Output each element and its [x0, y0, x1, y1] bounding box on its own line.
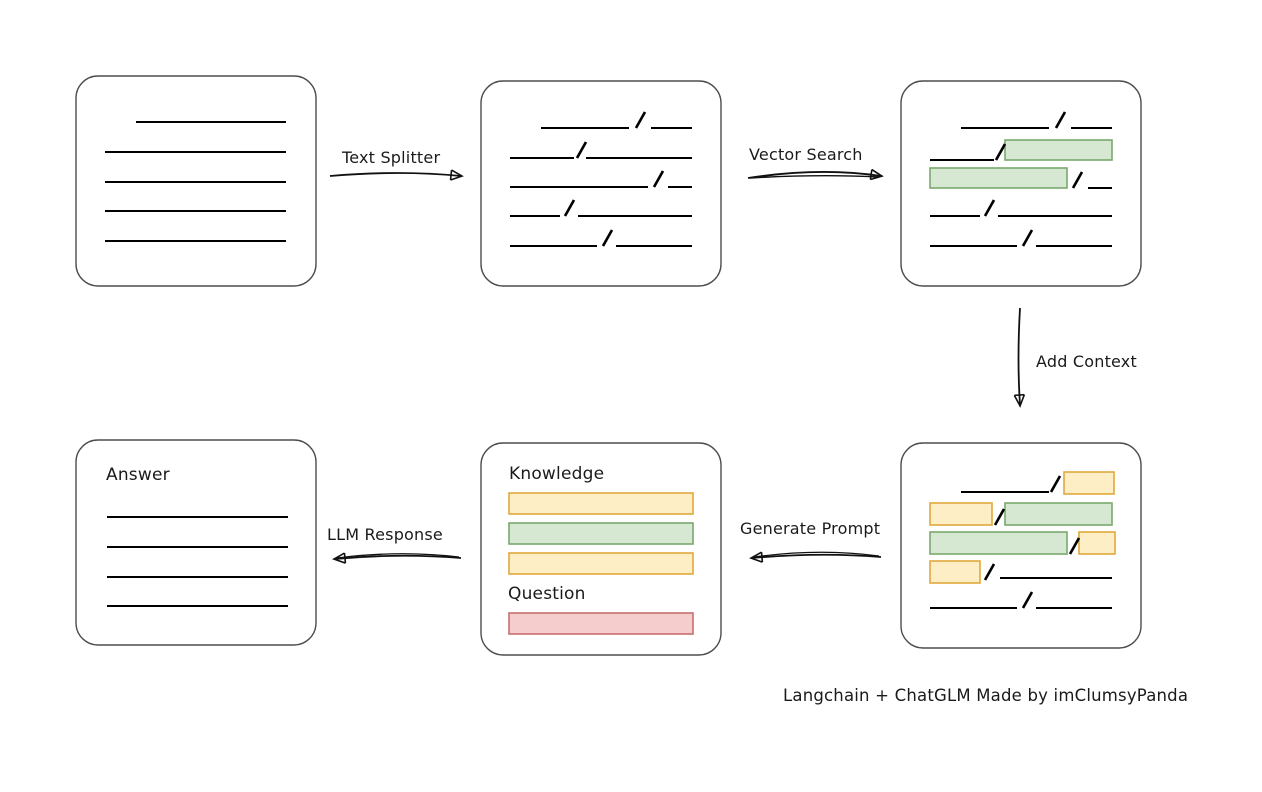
node-vector-matched-slashes: [983, 111, 1084, 247]
diagram-caption: Langchain + ChatGLM Made by imClumsyPand…: [783, 686, 1189, 705]
knowledge-bar-green: [508, 522, 694, 545]
highlight-yellow: [1078, 531, 1116, 555]
node-split-chunks-frame: [480, 80, 722, 287]
arrow-label-add-context: Add Context: [1036, 352, 1137, 371]
answer-heading: Answer: [106, 465, 170, 485]
node-split-chunks-slashes: [563, 111, 665, 247]
node-prompt-bars: [508, 492, 694, 635]
highlight-yellow: [929, 502, 993, 526]
arrow-add-context: [1013, 307, 1026, 408]
highlight-yellow: [929, 560, 981, 584]
highlight-yellow: [1063, 471, 1115, 495]
highlight-green: [929, 167, 1068, 189]
node-split-chunks[interactable]: [480, 80, 722, 287]
prompt-knowledge-heading: Knowledge: [509, 464, 605, 484]
node-split-chunks-lines: [510, 127, 692, 247]
node-answer-lines: [107, 516, 288, 607]
node-prompt[interactable]: [480, 442, 722, 656]
prompt-question-heading: Question: [508, 584, 586, 604]
arrow-label-vector-search: Vector Search: [749, 145, 863, 164]
highlight-green: [929, 531, 1068, 555]
arrow-vector-search: [747, 168, 884, 181]
arrow-llm-response: [332, 552, 462, 564]
arrow-label-generate-prompt: Generate Prompt: [740, 519, 881, 538]
arrow-text-splitter: [329, 169, 464, 181]
node-answer[interactable]: [75, 439, 317, 646]
highlight-green: [1004, 502, 1113, 526]
node-context-enriched-chunks[interactable]: [900, 442, 1142, 649]
arrow-generate-prompt: [749, 551, 882, 563]
node-source-document[interactable]: [75, 75, 317, 287]
node-vector-matched-lines: [930, 127, 1112, 247]
node-vector-matched-chunks[interactable]: [900, 80, 1142, 287]
question-bar-red: [508, 612, 694, 635]
node-context-enriched-highlights: [929, 471, 1116, 584]
node-source-document-lines: [105, 121, 286, 242]
knowledge-bar-yellow: [508, 552, 694, 575]
knowledge-bar-yellow: [508, 492, 694, 515]
node-answer-frame: [75, 439, 317, 646]
node-vector-matched-highlights: [929, 139, 1113, 189]
arrow-label-text-splitter: Text Splitter: [342, 148, 441, 167]
highlight-green: [1004, 139, 1113, 161]
node-context-enriched-slashes: [983, 475, 1081, 609]
arrow-label-llm-response: LLM Response: [327, 525, 443, 544]
node-context-enriched-lines: [930, 491, 1112, 609]
